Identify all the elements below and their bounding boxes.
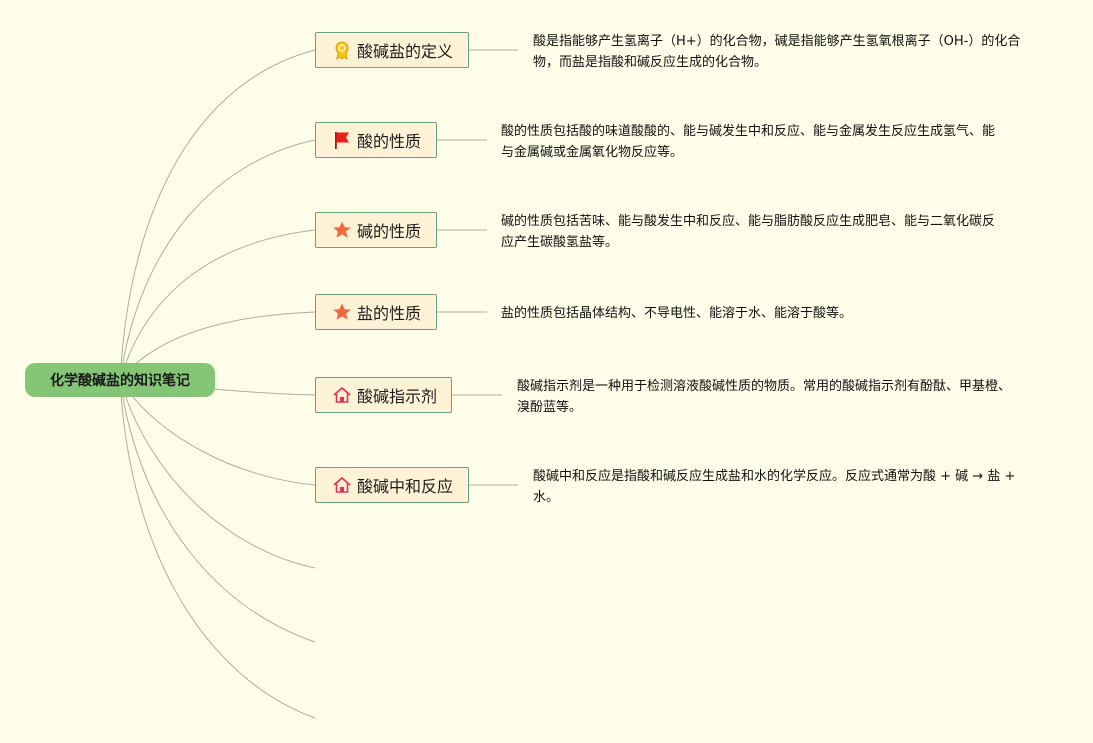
award-medal-icon — [332, 40, 352, 60]
note-neutralization: 酸碱中和反应是指酸和碱反应生成盐和水的化学反应。反应式通常为酸 + 碱 → 盐 … — [533, 469, 1016, 505]
topic-acid-properties[interactable]: 酸的性质 — [315, 122, 437, 158]
topic-indicator[interactable]: 酸碱指示剂 — [315, 377, 452, 413]
central-topic-label: 化学酸碱盐的知识笔记 — [50, 373, 190, 389]
orange-star-icon — [332, 220, 352, 240]
topic-base-properties[interactable]: 碱的性质 — [315, 212, 437, 248]
note-salt-properties: 盐的性质包括晶体结构、不导电性、能溶于水、能溶于酸等。 — [501, 306, 853, 321]
note-acid-properties: 酸的性质包括酸的味道酸酸的、能与碱发生中和反应、能与金属发生反应生成氢气、能与金… — [501, 124, 996, 160]
topic-label: 酸碱指示剂 — [357, 387, 438, 406]
red-flag-icon — [332, 130, 352, 150]
note-definition: 酸是指能够产生氢离子（H+）的化合物，碱是指能够产生氢氧根离子（OH-）的化合物… — [533, 34, 1021, 70]
topic-definition[interactable]: 酸碱盐的定义 — [315, 32, 469, 68]
central-topic[interactable]: 化学酸碱盐的知识笔记 — [25, 363, 215, 397]
note-base-properties: 碱的性质包括苦味、能与酸发生中和反应、能与脂肪酸反应生成肥皂、能与二氧化碳反应产… — [501, 214, 996, 250]
topic-label: 酸的性质 — [357, 132, 422, 151]
topic-label: 酸碱盐的定义 — [357, 42, 454, 61]
note-indicator: 酸碱指示剂是一种用于检测溶液酸碱性质的物质。常用的酸碱指示剂有酚酞、甲基橙、溴酚… — [517, 379, 1012, 415]
topic-label: 碱的性质 — [357, 222, 422, 241]
home-icon — [332, 475, 352, 495]
topic-salt-properties[interactable]: 盐的性质 — [315, 294, 437, 330]
home-icon — [332, 385, 352, 405]
topic-label: 酸碱中和反应 — [357, 477, 454, 496]
orange-star-icon — [332, 302, 352, 322]
topic-label: 盐的性质 — [357, 304, 422, 323]
topic-neutralization[interactable]: 酸碱中和反应 — [315, 467, 469, 503]
